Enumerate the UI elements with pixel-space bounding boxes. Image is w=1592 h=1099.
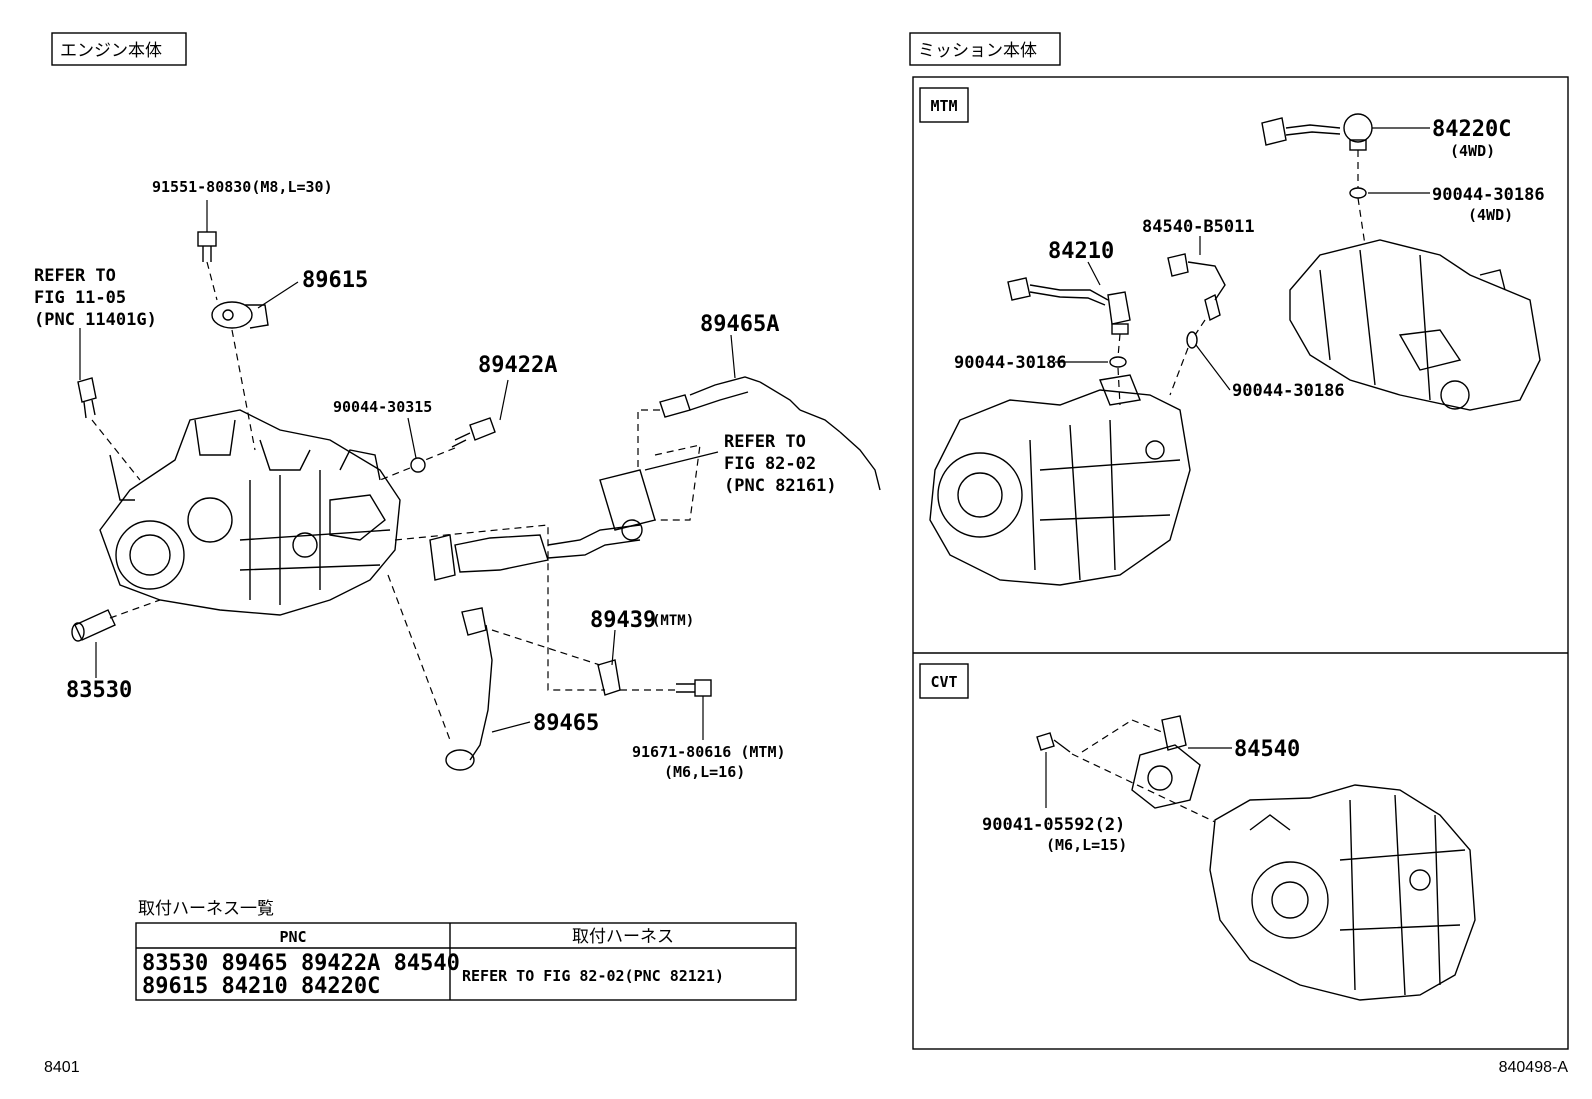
- washer-90044-30315: [410, 457, 426, 473]
- sensor-84540-B5011-illustration: [1167, 253, 1226, 322]
- harness-table-border: [135, 922, 797, 1001]
- cvt-transmission-illustration: [1209, 784, 1476, 1001]
- label-89615: 89615: [302, 268, 368, 293]
- engine-block-illustration: [99, 409, 401, 616]
- mtm-leader-lines: [1055, 127, 1430, 391]
- bolt-91671-illustration: [676, 679, 712, 697]
- label-89465A: 89465A: [700, 312, 779, 337]
- washer-90044-30186-top-illustration: [1349, 187, 1367, 199]
- label-83530: 83530: [66, 678, 132, 703]
- sensor-83530-illustration: [71, 609, 116, 642]
- label-90041-spec: (M6,L=15): [1046, 836, 1127, 854]
- label-refer-82-02-line3: (PNC 82161): [724, 476, 837, 496]
- label-84210: 84210: [1048, 239, 1114, 264]
- mission-panel-frame: [912, 76, 1569, 1050]
- engine-section-title-box: [51, 32, 187, 66]
- sensor-89465A-illustration: [659, 376, 881, 491]
- label-refer-11-05-line1: REFER TO: [34, 266, 116, 286]
- label-84540: 84540: [1234, 737, 1300, 762]
- label-89439-note: (MTM): [652, 613, 694, 629]
- cvt-tag-box: [919, 663, 969, 699]
- label-90044-30186-top: 90044-30186: [1432, 185, 1545, 205]
- cvt-guide-lines: [1071, 719, 1216, 823]
- engine-leader-lines: [79, 200, 736, 740]
- mtm-transmission-left-illustration: [929, 374, 1191, 586]
- sensor-84220C-illustration: [1261, 113, 1373, 151]
- harness-table-header-pnc: PNC: [279, 928, 306, 946]
- label-90041-05592: 90041-05592(2): [982, 815, 1125, 835]
- sensor-84540-cvt-illustration: [1131, 715, 1201, 809]
- label-90044-30315: 90044-30315: [333, 398, 432, 416]
- engine-guide-lines: [91, 261, 701, 741]
- label-90044-30186-right: 90044-30186: [1232, 381, 1345, 401]
- bolt-91551-illustration: [197, 231, 217, 262]
- mission-section-title-box: [909, 32, 1061, 66]
- sensor-89615-illustration: [211, 301, 269, 329]
- harness-table: 取付ハーネス一覧 PNC 取付ハーネス 83530 89465 89422A 8…: [135, 899, 797, 1001]
- label-refer-82-02-line2: FIG 82-02: [724, 454, 816, 474]
- harness-table-value: REFER TO FIG 82-02(PNC 82121): [462, 967, 724, 985]
- sensor-84210-illustration: [1007, 277, 1131, 335]
- mission-section-title: ミッション本体: [918, 41, 1037, 61]
- sensor-89422A-illustration: [451, 417, 496, 448]
- label-90044-30186-left: 90044-30186: [954, 353, 1067, 373]
- washer-90044-30186-right: [1186, 331, 1198, 349]
- harness-table-caption: 取付ハーネス一覧: [138, 899, 274, 919]
- label-89422A: 89422A: [478, 353, 557, 378]
- mtm-tag: MTM: [930, 97, 957, 115]
- label-84220C: 84220C: [1432, 117, 1511, 142]
- sensor-refer-11-05-illustration: [77, 377, 97, 419]
- mtm-guide-lines: [1117, 150, 1366, 406]
- label-bolt-91671-spec: (M6,L=16): [664, 763, 745, 781]
- mtm-transmission-right-illustration: [1289, 239, 1541, 411]
- cvt-leader-lines: [1045, 747, 1232, 808]
- label-89465: 89465: [533, 711, 599, 736]
- harness-table-pnc-line1: 83530 89465 89422A 84540: [142, 951, 460, 976]
- harness-table-header-harness: 取付ハーネス: [572, 927, 674, 947]
- footer-right-code: 840498-A: [1499, 1059, 1569, 1076]
- label-89439: 89439: [590, 608, 656, 633]
- harness-table-pnc-line2: 89615 84210 84220C: [142, 974, 380, 999]
- label-90044-30186-top-note: (4WD): [1468, 206, 1513, 224]
- mtm-tag-box: [919, 87, 969, 123]
- engine-section-title: エンジン本体: [60, 41, 162, 61]
- label-refer-11-05-line2: FIG 11-05: [34, 288, 126, 308]
- label-refer-82-02-line1: REFER TO: [724, 432, 806, 452]
- label-refer-11-05-line3: (PNC 11401G): [34, 310, 157, 330]
- footer-left-code: 8401: [44, 1059, 80, 1076]
- bolt-90041-illustration: [1036, 732, 1071, 753]
- washer-90044-30186-left: [1109, 356, 1127, 368]
- cvt-tag: CVT: [930, 673, 957, 691]
- label-bolt-91671: 91671-80616 (MTM): [632, 743, 786, 761]
- sensor-89465-illustration: [445, 607, 493, 771]
- label-bolt-91551: 91551-80830(M8,L=30): [152, 178, 333, 196]
- label-84220C-note: (4WD): [1450, 142, 1495, 160]
- label-84540-B5011: 84540-B5011: [1142, 217, 1255, 237]
